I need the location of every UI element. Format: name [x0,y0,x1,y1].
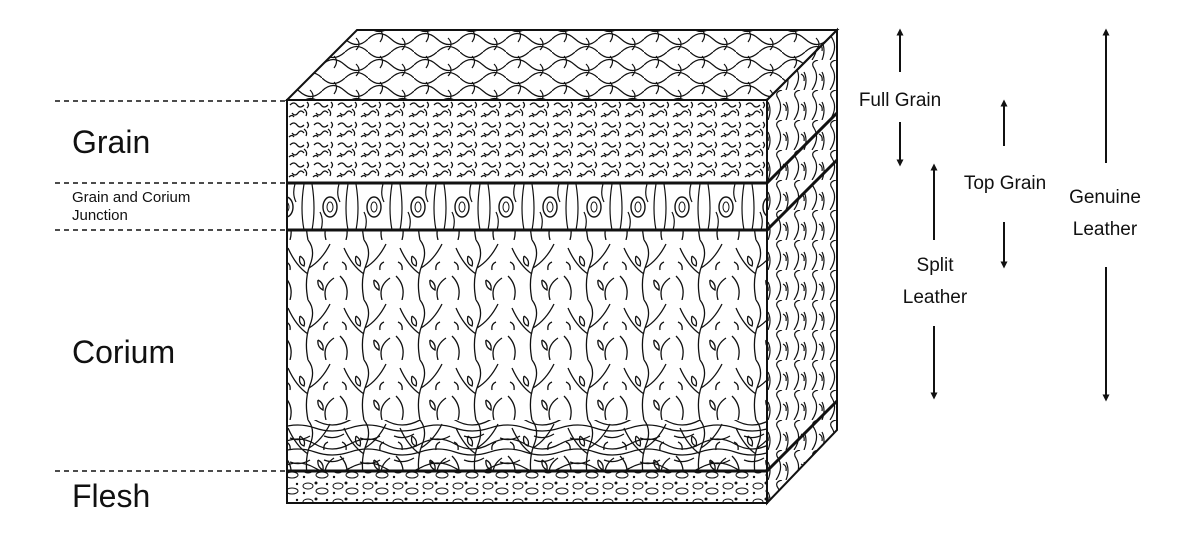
flesh-label: Flesh [72,480,150,512]
junction-label: Grain and Corium Junction [72,189,242,225]
split-leather-label: Split Leather [895,250,975,314]
right-side-face [767,30,837,503]
corium-label: Corium [72,336,175,368]
flesh-layer [287,471,767,503]
full-grain-label: Full Grain [845,85,955,117]
genuine-leather-label: Genuine Leather [1055,182,1155,246]
junction-layer [287,183,767,230]
leather-block [287,30,837,503]
corium-lower-fibers [287,420,767,471]
grain-label: Grain [72,126,150,158]
grain-layer [287,100,767,183]
top-surface-face [287,30,837,100]
top-grain-label: Top Grain [950,168,1060,200]
